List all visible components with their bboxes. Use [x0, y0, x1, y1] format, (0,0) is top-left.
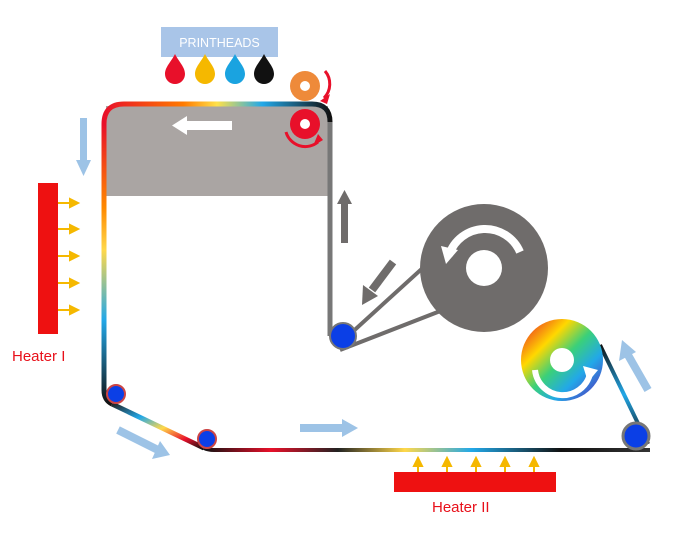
roller-feed	[329, 322, 357, 350]
tension-roller-rotation-icon	[322, 70, 332, 100]
heater-2-bar	[394, 472, 556, 492]
black-ink-drop-icon	[254, 54, 274, 84]
media-path-diagonal	[110, 401, 206, 451]
yellow-ink-drop-icon	[195, 54, 215, 84]
drive-roller	[284, 109, 323, 149]
flow-arrow-rise-icon	[619, 340, 652, 392]
heater-2-label: Heater II	[432, 499, 490, 516]
heater-2-heat-arrows-icon	[412, 455, 540, 472]
flow-arrow-bottom-right-icon	[300, 419, 358, 437]
tension-roller	[290, 70, 332, 104]
feed-arrow-diagonal-icon	[362, 259, 397, 305]
roller-bottom-left	[197, 429, 217, 449]
media-path-bottom	[203, 446, 650, 452]
flow-arrow-left-down-icon	[76, 118, 91, 176]
platen-direction-arrow-icon	[172, 116, 232, 135]
feed-arrow-up-icon	[337, 190, 352, 243]
cyan-ink-drop-icon	[225, 54, 245, 84]
supply-roll-rotation-icon	[445, 224, 524, 257]
heater-1-bar	[38, 183, 58, 334]
heater-1-heat-arrows-icon	[58, 197, 81, 316]
take-up-roll-rotation-icon	[532, 369, 593, 399]
printheads-group: PRINTHEADS	[161, 27, 278, 84]
roller-lower-left	[106, 384, 126, 404]
heater-1-label: Heater I	[12, 348, 65, 365]
printheads-box	[161, 27, 278, 57]
take-up-roll	[521, 319, 603, 401]
heater-2: Heater II	[394, 455, 556, 516]
printheads-label: PRINTHEADS	[179, 36, 260, 50]
magenta-ink-drop-icon	[165, 54, 185, 84]
media-path-left	[101, 124, 114, 407]
supply-roll	[420, 204, 548, 332]
roller-bottom-right	[621, 421, 651, 451]
media-path-top	[101, 101, 333, 125]
flow-arrow-diagonal-icon	[116, 426, 170, 459]
heater-1: Heater I	[12, 183, 81, 365]
